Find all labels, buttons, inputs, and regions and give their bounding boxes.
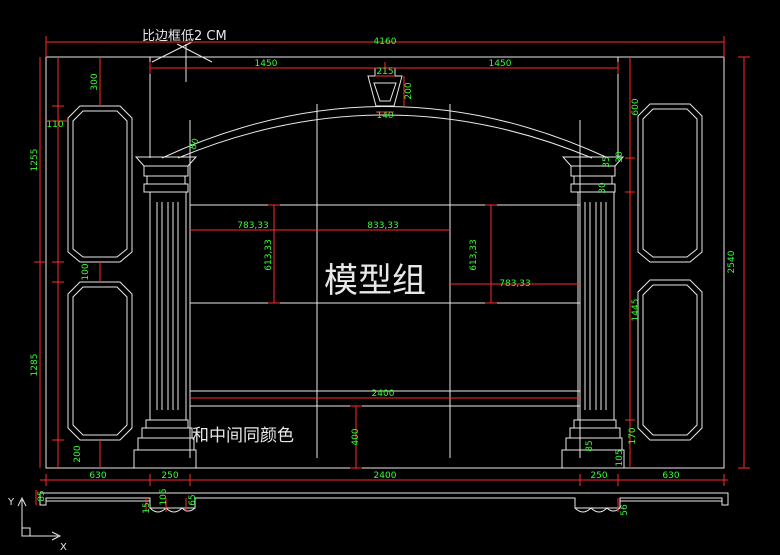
right-wall-panels xyxy=(637,103,703,441)
plan-section-profile xyxy=(39,492,729,513)
dim-keystone-bottom: 140 xyxy=(376,111,393,121)
dim-sec-85: 85 xyxy=(37,490,47,501)
dim-overall-height: 2540 xyxy=(727,250,737,273)
dim-half-span-right: 1450 xyxy=(489,59,512,69)
dim-cell-right-w: 783,33 xyxy=(499,279,531,289)
dim-right-cap-c: 35 xyxy=(602,156,612,167)
center-label: 模型组 xyxy=(324,261,426,301)
dim-bottom-630-right: 630 xyxy=(662,471,679,481)
ucs-y-label: Y xyxy=(7,497,15,508)
dim-half-span-left: 1450 xyxy=(255,59,278,69)
dim-sec-15: 15 xyxy=(142,502,152,513)
right-column xyxy=(561,156,625,469)
dim-right-base-b: 105 xyxy=(615,449,625,466)
dim-panel-bottom-gap: 200 xyxy=(73,445,83,462)
left-column xyxy=(133,156,198,469)
dim-bottom-630-left: 630 xyxy=(89,471,106,481)
dim-cell-left-h: 613,33 xyxy=(264,239,274,271)
dim-bottom-250-right: 250 xyxy=(590,471,607,481)
dim-sec-56: 56 xyxy=(620,504,630,516)
left-wall-panels xyxy=(67,105,133,441)
ucs-x-label: X xyxy=(60,542,67,553)
dim-cell-left-w: 783,33 xyxy=(237,221,269,231)
dim-right-panel-height: 1445 xyxy=(631,299,641,322)
dim-right-top-gap: 600 xyxy=(631,98,641,115)
dim-panel-side-gap: 110 xyxy=(46,120,63,130)
ucs-icon xyxy=(17,496,62,541)
dim-cell-right-h: 613,33 xyxy=(469,239,479,271)
dim-bottom-250-left: 250 xyxy=(161,471,178,481)
dim-band-height: 400 xyxy=(351,428,361,445)
dim-bottom-2400: 2400 xyxy=(374,471,397,481)
dimension-lines xyxy=(34,36,750,512)
dim-overall-width: 4160 xyxy=(374,37,397,47)
dim-sec-65: 65 xyxy=(188,494,198,505)
dim-lower-panel-height: 1285 xyxy=(30,354,40,377)
dim-right-cap-a: 30 xyxy=(615,151,625,163)
dim-upper-panel-height: 1255 xyxy=(30,149,40,172)
note-top: 比边框低2 CM xyxy=(142,29,227,44)
dim-right-cap-b: 30 xyxy=(598,182,608,194)
dim-panel-mid-gap: 100 xyxy=(81,263,91,280)
dim-center-band: 2400 xyxy=(372,389,395,399)
dim-keystone-top: 215 xyxy=(376,67,393,77)
dim-right-base-a: 85 xyxy=(585,440,595,451)
dim-right-base-c: 170 xyxy=(628,427,638,444)
dim-keystone-height: 200 xyxy=(404,82,414,99)
note-leader xyxy=(151,41,213,82)
bottom-note: 和中间同颜色 xyxy=(192,426,294,446)
dim-sec-105: 105 xyxy=(159,488,169,505)
dim-panel-top-gap: 300 xyxy=(90,73,100,90)
dim-arch-note: 80 xyxy=(188,137,201,151)
dim-cell-mid-w: 833,33 xyxy=(367,221,399,231)
